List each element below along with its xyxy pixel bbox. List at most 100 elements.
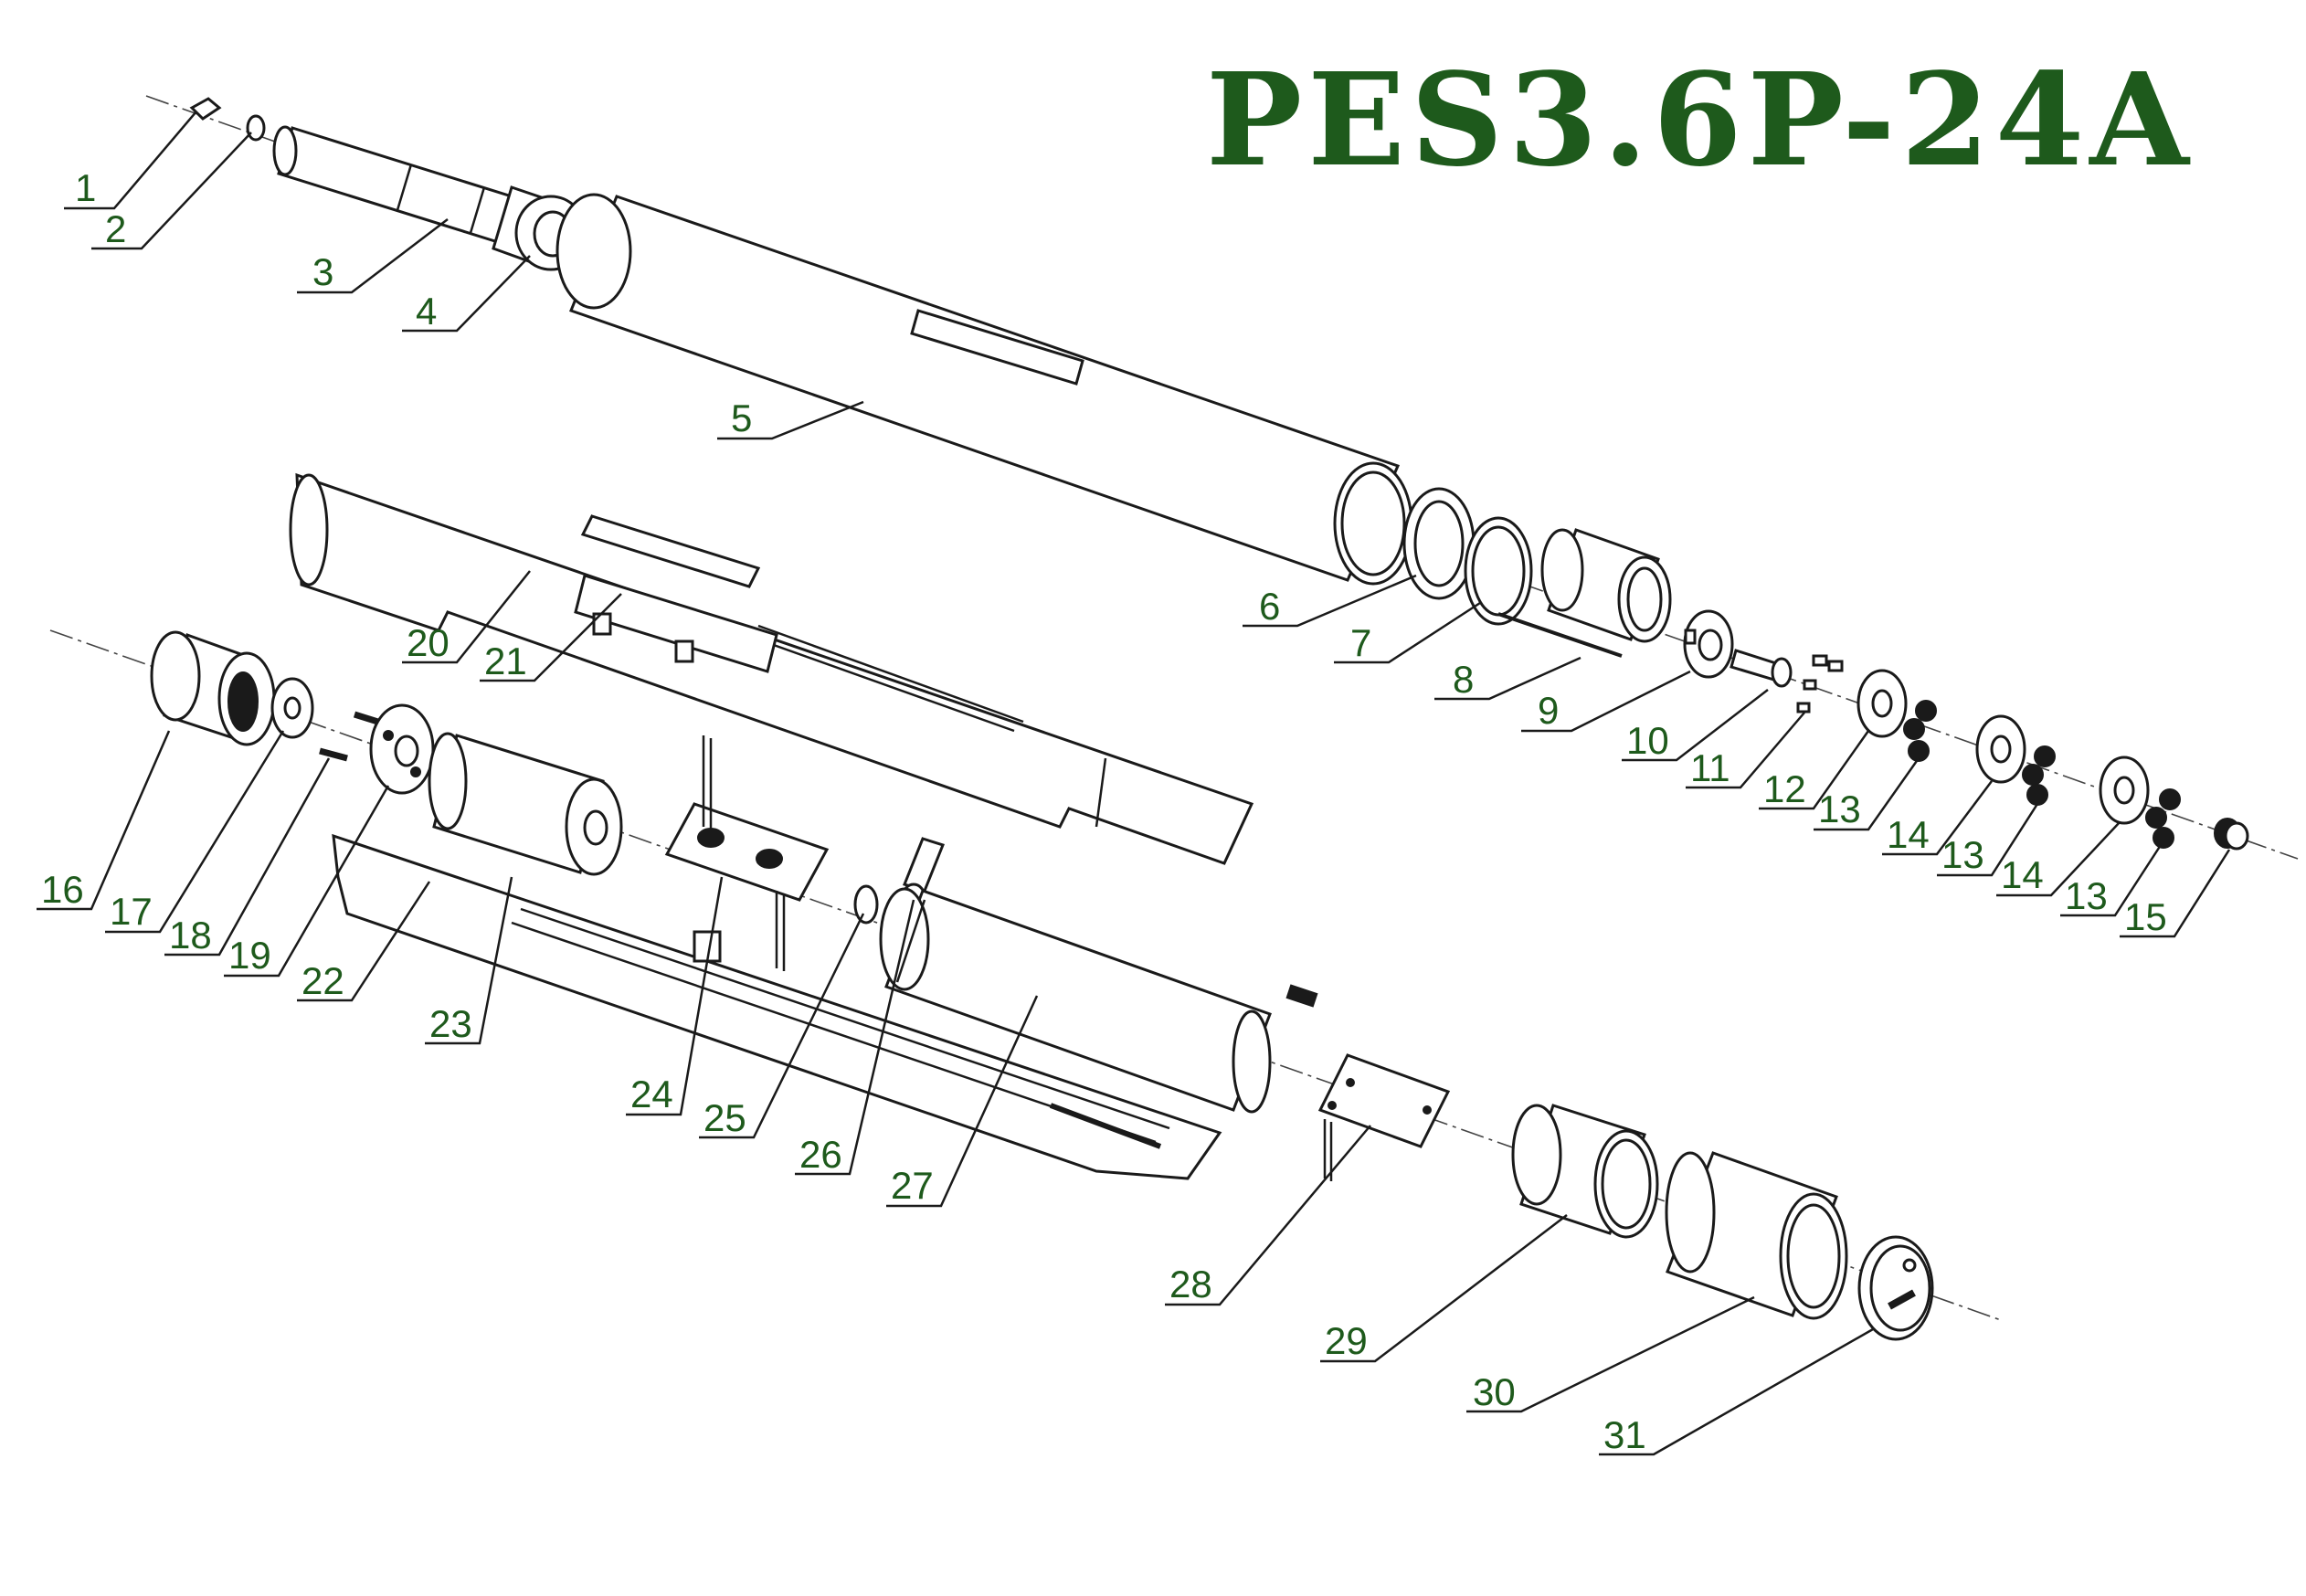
part-21-switch-slider xyxy=(574,514,778,673)
leader-31 xyxy=(1599,1327,1874,1456)
callout-3: 3 xyxy=(312,250,333,293)
part-22-lower-housing xyxy=(332,833,1222,1180)
leader-19 xyxy=(224,785,390,978)
leader-20 xyxy=(402,570,531,664)
callout-12: 12 xyxy=(1763,767,1806,810)
leader-3 xyxy=(297,218,449,294)
leader-21 xyxy=(480,593,622,682)
leader-14b xyxy=(1996,821,2121,897)
leader-17 xyxy=(105,730,285,934)
part-23-motor xyxy=(428,732,623,876)
callout-17: 17 xyxy=(110,890,153,933)
callout-21: 21 xyxy=(484,639,527,682)
callout-7: 7 xyxy=(1350,621,1371,664)
part-30-end-sleeve xyxy=(1665,1151,1848,1320)
part-28-charging-board xyxy=(1317,1053,1451,1181)
callout-10: 10 xyxy=(1626,719,1669,762)
part-15-pinion xyxy=(2214,818,2249,851)
leader-29 xyxy=(1320,1214,1568,1363)
callout-16: 16 xyxy=(41,868,84,911)
callout-15: 15 xyxy=(2124,895,2167,938)
leader-13b xyxy=(1937,803,2039,877)
part-19-motor-mount xyxy=(369,703,435,795)
leader-2 xyxy=(91,132,252,250)
leader-14a xyxy=(1882,780,1993,856)
callout-23: 23 xyxy=(429,1002,472,1045)
part-14-gear-carrier-a xyxy=(1975,714,2056,806)
callout-2: 2 xyxy=(105,207,126,250)
callout-6: 6 xyxy=(1259,585,1280,628)
part-1-end-cap xyxy=(189,97,222,121)
part-29-sleeve xyxy=(1511,1104,1659,1239)
callout-24: 24 xyxy=(630,1073,673,1115)
part-2-washer xyxy=(246,114,266,142)
leader-26 xyxy=(795,899,915,1176)
leader-28 xyxy=(1165,1125,1371,1306)
leader-23 xyxy=(425,876,513,1045)
callout-31: 31 xyxy=(1603,1413,1646,1456)
diagram-title: PES3.6P-24A xyxy=(1206,46,2195,196)
part-11-bolt xyxy=(1730,649,1793,688)
callout-13a: 13 xyxy=(1818,787,1861,830)
callout-13c: 13 xyxy=(2065,874,2108,917)
part-10-gear-carrier xyxy=(1683,609,1734,679)
leader-15 xyxy=(2120,849,2231,938)
callout-1: 1 xyxy=(75,166,96,209)
leader-18 xyxy=(164,757,331,957)
part-8-sleeve xyxy=(1540,528,1672,643)
leader-6 xyxy=(1243,574,1417,628)
upper-center-axis xyxy=(145,95,2299,860)
part-24-circuit-board xyxy=(664,735,830,971)
callout-13b: 13 xyxy=(1941,833,1984,876)
callout-14b: 14 xyxy=(2001,853,2044,896)
leader-22 xyxy=(297,881,431,1002)
leader-30 xyxy=(1466,1295,1755,1413)
part-12-pins xyxy=(1796,654,1844,713)
callout-5: 5 xyxy=(731,396,752,439)
callout-30: 30 xyxy=(1473,1370,1516,1413)
part-17-washer xyxy=(270,677,314,739)
part-3-output-shaft xyxy=(272,125,513,244)
part-5-main-tube xyxy=(555,193,1413,586)
leader-10 xyxy=(1622,689,1769,762)
part-20-upper-housing xyxy=(289,472,1254,865)
callout-26: 26 xyxy=(799,1133,842,1176)
leader-5 xyxy=(717,400,864,440)
leader-9 xyxy=(1521,670,1691,733)
callout-20: 20 xyxy=(407,621,450,664)
leader-8 xyxy=(1434,656,1581,701)
part-31-end-cap xyxy=(1857,1235,1934,1341)
callout-29: 29 xyxy=(1325,1319,1368,1362)
part-26-clip xyxy=(853,884,879,925)
part-14-gear-carrier-b xyxy=(2099,756,2181,849)
callout-14a: 14 xyxy=(1887,813,1930,856)
callout-4: 4 xyxy=(416,290,437,333)
leader-13a xyxy=(1814,757,1920,831)
leader-24 xyxy=(626,876,724,1116)
leader-16 xyxy=(37,730,171,911)
leader-11 xyxy=(1686,712,1805,789)
leader-1 xyxy=(64,111,197,210)
callout-11: 11 xyxy=(1690,746,1730,789)
callout-27: 27 xyxy=(891,1164,934,1207)
callout-22: 22 xyxy=(301,959,344,1002)
leader-4 xyxy=(402,255,531,333)
part-7-ring xyxy=(1464,516,1533,626)
part-9-pin xyxy=(1497,612,1623,658)
leader-7 xyxy=(1334,601,1481,664)
part-13-gear-set-a xyxy=(1856,669,1937,762)
callout-labels: 1 2 3 4 5 6 7 8 9 10 11 12 13 xyxy=(37,111,2231,1456)
callout-25: 25 xyxy=(703,1096,746,1139)
callout-19: 19 xyxy=(228,934,271,977)
leader-25 xyxy=(699,913,865,1139)
part-6-ring xyxy=(1402,487,1476,600)
callout-28: 28 xyxy=(1169,1263,1212,1305)
leader-13c xyxy=(2060,844,2163,917)
part-16-bushing xyxy=(150,630,276,746)
callout-8: 8 xyxy=(1453,658,1474,701)
leader-27 xyxy=(886,995,1039,1208)
leader-12 xyxy=(1759,730,1870,810)
callout-9: 9 xyxy=(1538,689,1559,732)
